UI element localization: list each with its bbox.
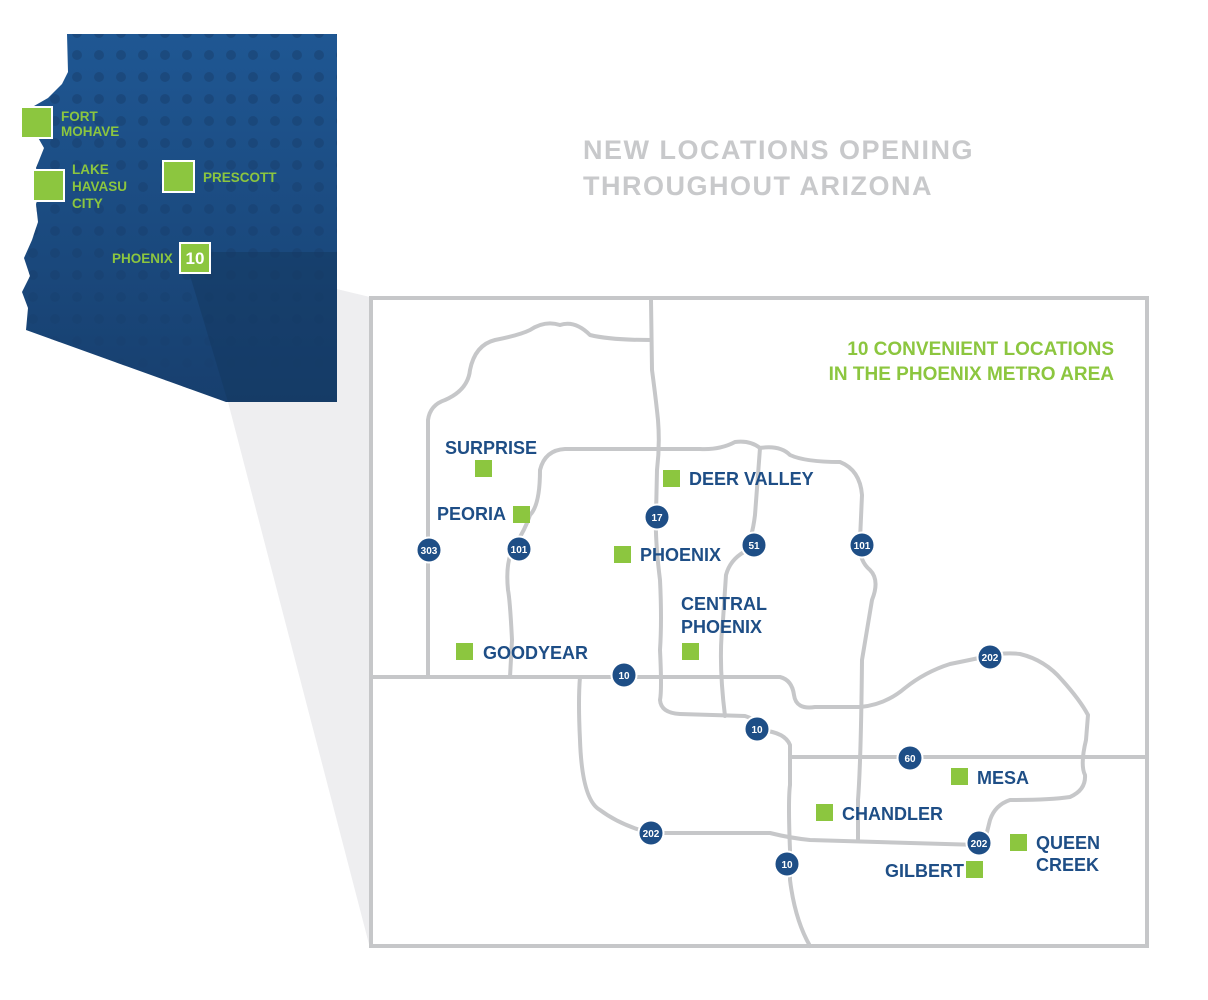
city-label-deer-valley: DEER VALLEY: [689, 469, 814, 489]
highway-shield-101-east: 101: [848, 531, 876, 559]
highway-shield-101-west: 101: [505, 535, 533, 563]
metro-title-line-2: IN THE PHOENIX METRO AREA: [829, 364, 1115, 385]
svg-text:60: 60: [904, 754, 916, 765]
phoenix-count: 10: [186, 249, 205, 268]
highway-shield-51: 51: [740, 531, 768, 559]
highway-shield-202-east: 202: [965, 829, 993, 857]
location-marker-central-phoenix: [682, 643, 699, 660]
fort-mohave-label-2: MOHAVE: [61, 124, 119, 139]
lake-havasu-label-3: CITY: [72, 196, 103, 211]
location-marker-goodyear: [456, 643, 473, 660]
location-marker-mesa: [951, 768, 968, 785]
city-label-central-phoenix-2: PHOENIX: [681, 617, 762, 637]
svg-text:10: 10: [781, 860, 793, 871]
highway-shield-10-south: 10: [773, 850, 801, 878]
city-label-chandler: CHANDLER: [842, 804, 943, 824]
fort-mohave-label-1: FORT: [61, 109, 98, 124]
location-marker-phoenix: [614, 546, 631, 563]
highway-shield-303: 303: [415, 536, 443, 564]
phoenix-region-highlight: [183, 252, 337, 402]
headline-line-1: NEW LOCATIONS OPENING: [583, 135, 974, 165]
svg-text:17: 17: [651, 513, 663, 524]
arizona-state-map: FORT MOHAVE LAKE HAVASU CITY PRESCOTT PH…: [20, 34, 337, 402]
zoom-wedge: [183, 252, 370, 948]
svg-text:101: 101: [511, 545, 528, 556]
svg-text:202: 202: [971, 839, 988, 850]
city-label-queen-creek-1: QUEEN: [1036, 833, 1100, 853]
highway-shield-202-north: 202: [976, 643, 1004, 671]
location-marker-queen-creek: [1010, 834, 1027, 851]
city-label-mesa: MESA: [977, 768, 1029, 788]
svg-text:10: 10: [618, 671, 630, 682]
city-label-phoenix: PHOENIX: [640, 545, 721, 565]
city-label-goodyear: GOODYEAR: [483, 643, 588, 663]
city-label-gilbert: GILBERT: [885, 861, 964, 881]
phoenix-state-label: PHOENIX: [112, 251, 173, 266]
highway-shield-10-west: 10: [610, 661, 638, 689]
lake-havasu-label-1: LAKE: [72, 162, 109, 177]
svg-text:202: 202: [982, 653, 999, 664]
highway-shield-10-mid: 10: [743, 715, 771, 743]
lake-havasu-marker: [32, 169, 65, 202]
headline-line-2: THROUGHOUT ARIZONA: [583, 171, 933, 201]
location-marker-peoria: [513, 506, 530, 523]
prescott-marker: [162, 160, 195, 193]
metro-title-line-1: 10 CONVENIENT LOCATIONS: [847, 339, 1114, 360]
city-label-peoria: PEORIA: [437, 504, 506, 524]
svg-text:51: 51: [748, 541, 760, 552]
phoenix-metro-map: 303 101 17 51 101 202 10 10 60 202 202 1…: [369, 296, 1149, 948]
city-label-central-phoenix-1: CENTRAL: [681, 594, 767, 614]
city-label-surprise: SURPRISE: [445, 438, 537, 458]
location-marker-surprise: [475, 460, 492, 477]
lake-havasu-label-2: HAVASU: [72, 179, 127, 194]
road-network: [369, 298, 1147, 948]
svg-text:101: 101: [854, 541, 871, 552]
location-marker-chandler: [816, 804, 833, 821]
phoenix-count-marker: [179, 242, 211, 274]
highway-shield-17: 17: [643, 503, 671, 531]
fort-mohave-marker: [20, 106, 53, 139]
svg-text:202: 202: [643, 829, 660, 840]
location-marker-gilbert: [966, 861, 983, 878]
prescott-label: PRESCOTT: [203, 170, 277, 185]
highway-shield-60: 60: [896, 744, 924, 772]
city-label-queen-creek-2: CREEK: [1036, 855, 1099, 875]
highway-shield-202-south: 202: [637, 819, 665, 847]
svg-text:303: 303: [421, 546, 438, 557]
svg-text:10: 10: [751, 725, 763, 736]
location-marker-deer-valley: [663, 470, 680, 487]
